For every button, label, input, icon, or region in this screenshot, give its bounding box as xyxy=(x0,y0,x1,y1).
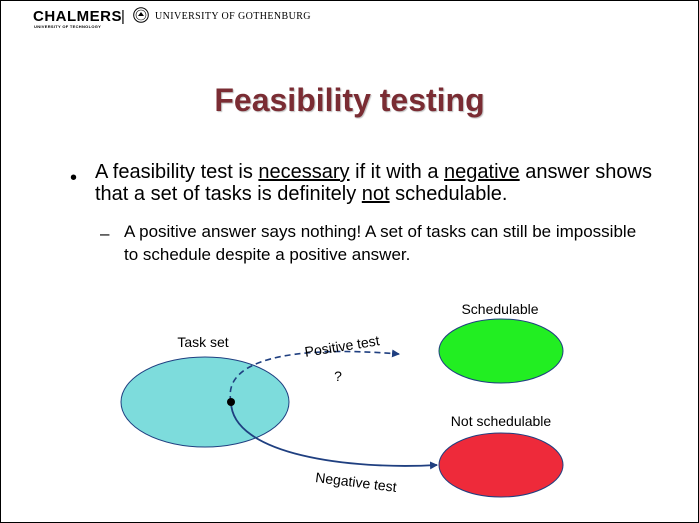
task-set-ellipse xyxy=(120,356,290,448)
slide-title: Feasibility testing xyxy=(214,82,485,118)
negative-underlined: negative xyxy=(444,161,520,183)
schedulable-ellipse xyxy=(438,318,564,384)
positive-test-label: Positive test xyxy=(303,332,380,360)
gothenburg-logo-text: UNIVERSITY OF GOTHENBURG xyxy=(155,11,311,22)
not-underlined: not xyxy=(361,183,390,205)
chalmers-logo-subtitle: UNIVERSITY OF TECHNOLOGY xyxy=(34,24,102,29)
question-mark: ? xyxy=(334,368,342,384)
schedulable-label: Schedulable xyxy=(461,301,538,317)
negative-test-label: Negative test xyxy=(314,469,397,495)
subbullet-text: A positive answer says nothing! A set of… xyxy=(124,222,637,264)
not-schedulable-label: Not schedulable xyxy=(451,413,552,429)
negative-test-arrow xyxy=(230,401,438,470)
slide-header: CHALMERS UNIVERSITY OF TECHNOLOGY | UNIV… xyxy=(0,0,699,29)
bullet-marker: • xyxy=(70,167,78,189)
subbullet-marker: – xyxy=(100,224,110,243)
header-separator: | xyxy=(121,8,125,25)
not-schedulable-ellipse xyxy=(438,432,564,498)
positive-test-arrow xyxy=(229,349,400,403)
bullet-text: A feasibility test is necessary if it wi… xyxy=(95,161,652,205)
task-set-label: Task set xyxy=(177,334,228,350)
chalmers-logo: CHALMERS xyxy=(33,8,122,25)
university-seal-icon xyxy=(133,7,149,23)
necessary-underlined: necessary xyxy=(258,161,350,183)
start-point xyxy=(227,398,235,406)
